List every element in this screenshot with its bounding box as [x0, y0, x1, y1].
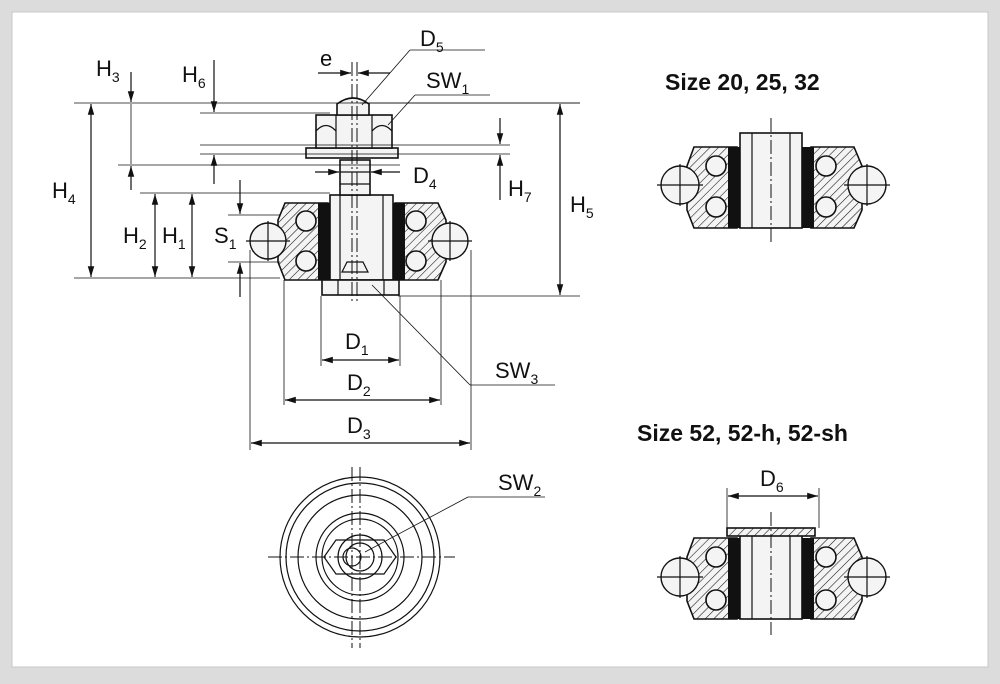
label-H6: H6 [182, 62, 206, 91]
label-H5: H5 [570, 192, 594, 221]
label-e: e [320, 46, 332, 71]
label-H7: H7 [508, 176, 532, 205]
label-H2: H2 [123, 223, 147, 252]
label-H4: H4 [52, 178, 76, 207]
label-SW3: SW3 [495, 358, 538, 387]
label-SW1: SW1 [426, 68, 469, 97]
inner-race-left [318, 203, 330, 280]
stem [339, 159, 371, 196]
ball [405, 210, 427, 232]
dimensions [74, 49, 580, 450]
inner-race-right [393, 203, 405, 280]
label-H1: H1 [162, 223, 186, 252]
label-D5: D5 [420, 26, 444, 55]
plan-view [268, 467, 545, 648]
size-large-section [657, 488, 890, 635]
nut [315, 114, 393, 149]
label-D1: D1 [345, 329, 369, 358]
label-D4: D4 [413, 163, 437, 192]
label-D3: D3 [347, 413, 371, 442]
ball [295, 210, 317, 232]
label-S1: S1 [214, 223, 237, 252]
base-foot [321, 279, 400, 296]
ball [295, 250, 317, 272]
title-size-large: Size 52, 52-h, 52-sh [637, 420, 848, 446]
size-small-section [657, 118, 890, 243]
label-D2: D2 [347, 370, 371, 399]
title-size-small: Size 20, 25, 32 [665, 69, 820, 95]
ball [405, 250, 427, 272]
label-D6: D6 [760, 466, 784, 495]
section-view [246, 62, 472, 303]
bolt-head [336, 97, 370, 116]
label-SW2: SW2 [498, 470, 541, 499]
label-H3: H3 [96, 56, 120, 85]
